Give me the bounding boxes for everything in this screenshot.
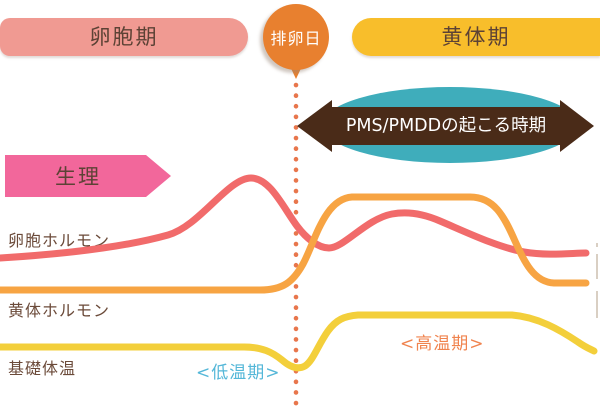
curve-label-estrogen: 卵胞ホルモン xyxy=(8,231,111,250)
menstruation-label: 生理 xyxy=(55,165,101,189)
low-temperature-phase-label: <低温期> xyxy=(196,363,281,383)
curve-label-progesterone: 黄体ホルモン xyxy=(8,301,111,320)
pms-double-arrow-icon xyxy=(297,100,594,152)
bbt-curve xyxy=(0,311,598,372)
phase-banner-follicular: 卵胞期 xyxy=(0,18,248,56)
estrogen-curve xyxy=(0,174,590,262)
pms-period-label: PMS/PMDDの起こる時期 xyxy=(345,116,547,136)
high-temperature-phase-label: <高温期> xyxy=(400,334,485,354)
ovulation-day-badge: 排卵日 xyxy=(263,4,329,70)
phase-banner-luteal: 黄体期 xyxy=(352,18,600,56)
curve-label-bbt: 基礎体温 xyxy=(8,359,77,378)
progesterone-curve xyxy=(0,193,590,294)
menstruation-arrow-shape xyxy=(5,155,171,197)
